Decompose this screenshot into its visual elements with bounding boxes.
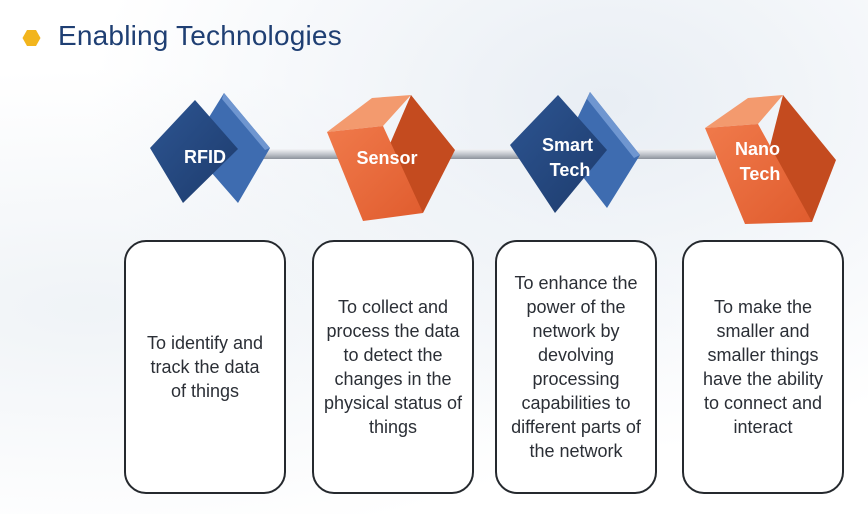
tech-label-sensor: Sensor (356, 148, 417, 168)
description-text: To make the smaller and smaller things h… (702, 297, 824, 437)
tech-label-line: Nano (735, 139, 780, 159)
tech-label-line: Tech (550, 160, 591, 180)
description-text: To identify and track the data of things (146, 333, 264, 401)
description-card-nano-tech: To make the smaller and smaller things h… (682, 240, 844, 494)
connector-rod (626, 149, 716, 159)
connector-rod (445, 149, 525, 159)
tech-cube-sensor: Sensor (327, 95, 455, 221)
page-title: Enabling Technologies (58, 20, 342, 51)
connector-rod (260, 149, 345, 159)
tech-label-line: Tech (740, 164, 781, 184)
tech-label-smart-tech: Smart Tech (542, 135, 598, 180)
tech-label-nano-tech: Nano Tech (735, 139, 785, 184)
description-text: To collect and process the data to detec… (323, 297, 463, 437)
description-card-smart-tech: To enhance the power of the network by d… (495, 240, 657, 494)
tech-cube-nano-tech: Nano Tech (705, 95, 836, 224)
tech-cube-rfid: RFID (150, 93, 270, 203)
technology-chain: RFID Sensor Smart Tech Nano Tech (150, 92, 836, 224)
tech-label-line: RFID (184, 147, 226, 167)
description-card-sensor: To collect and process the data to detec… (312, 240, 474, 494)
tech-label-line: Sensor (356, 148, 417, 168)
hexagon-bullet-icon (22, 30, 41, 46)
description-text: To enhance the power of the network by d… (511, 273, 641, 461)
tech-label-rfid: RFID (184, 147, 226, 167)
description-card-rfid: To identify and track the data of things (124, 240, 286, 494)
tech-cube-smart-tech: Smart Tech (510, 92, 640, 213)
tech-label-line: Smart (542, 135, 593, 155)
